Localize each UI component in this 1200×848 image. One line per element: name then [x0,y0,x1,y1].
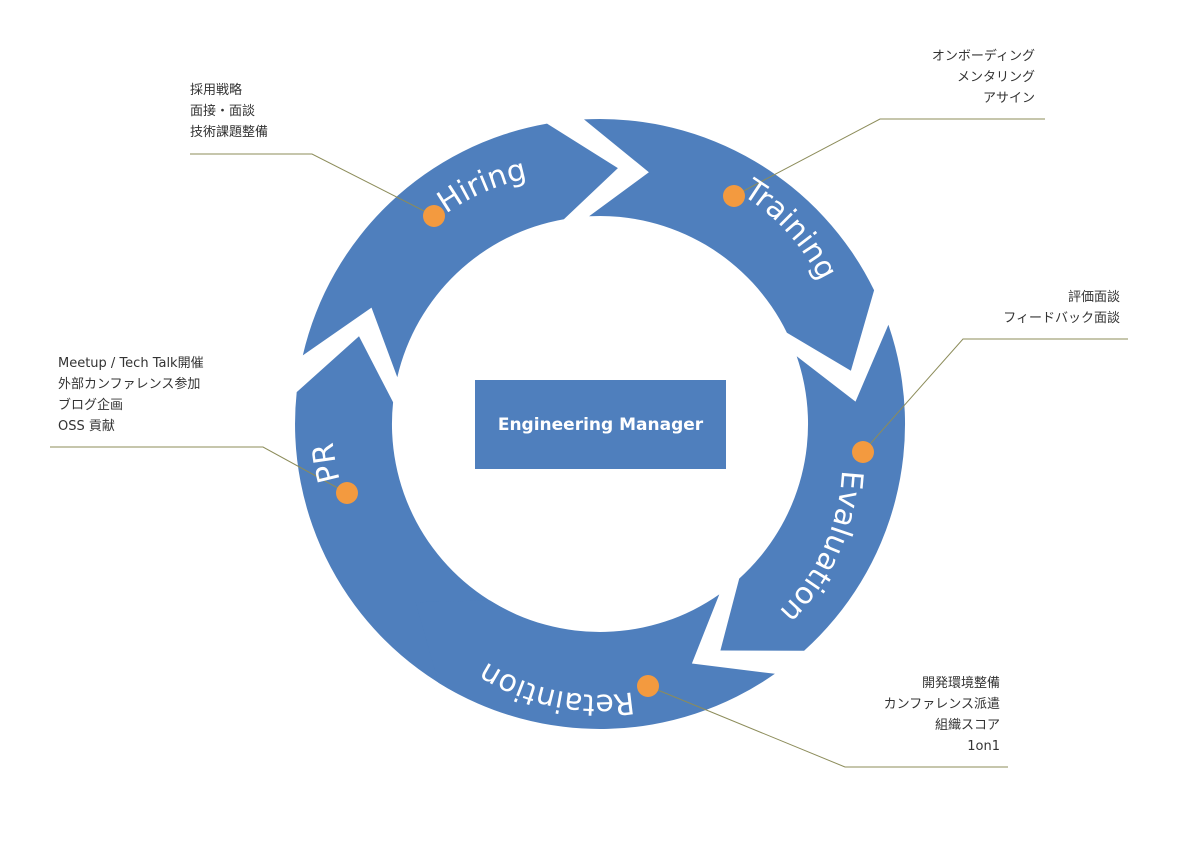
hiring-marker [423,205,445,227]
note-item: 外部カンファレンス参加 [58,377,201,392]
hiring-notes: 採用戦略 面接・面談 技術課題整備 [190,80,268,143]
segment-training [302,123,618,378]
pr-leader-line [50,446,348,494]
note-item: 評価面談 [1067,290,1120,305]
note-item: 技術課題整備 [190,125,269,140]
evaluation-notes: 評価面談 フィードバック面談 [1003,287,1120,329]
evaluation-marker [852,441,874,463]
note-item: 組織スコア [934,718,1000,733]
cycle-segments [295,118,906,729]
pr-notes: Meetup / Tech Talk開催 外部カンファレンス参加 ブログ企画 O… [58,353,204,437]
center-label: Engineering Manager [497,414,704,435]
note-item: Meetup / Tech Talk開催 [58,356,204,371]
note-item: アサイン [982,91,1035,106]
note-item: メンタリング [956,70,1035,85]
note-item: OSS 貢献 [58,419,115,434]
retention-notes: 開発環境整備 カンファレンス派遣 組織スコア 1on1 [884,673,1000,757]
note-item: オンボーディング [931,49,1035,64]
hiring-leader-line [190,153,435,217]
center-box: Engineering Manager [475,380,726,469]
pr-marker [336,482,358,504]
retention-marker [637,675,659,697]
note-item: フィードバック面談 [1003,311,1120,326]
stage-label-pr: PR [306,441,348,487]
note-item: 1on1 [967,739,1000,754]
training-leader-line [733,118,1045,197]
segment-pr [415,594,775,729]
retention-leader-line [647,685,1008,768]
note-item: カンファレンス派遣 [883,697,1000,712]
training-marker [723,185,745,207]
note-item: 面接・面談 [190,104,256,119]
note-item: ブログ企画 [58,398,124,413]
note-item: 開発環境整備 [921,676,1000,691]
note-item: 採用戦略 [190,83,243,98]
evaluation-leader-line [862,338,1128,453]
segment-evaluation [584,118,875,371]
training-notes: オンボーディング メンタリング アサイン [932,46,1035,109]
segment-retention [720,324,906,651]
